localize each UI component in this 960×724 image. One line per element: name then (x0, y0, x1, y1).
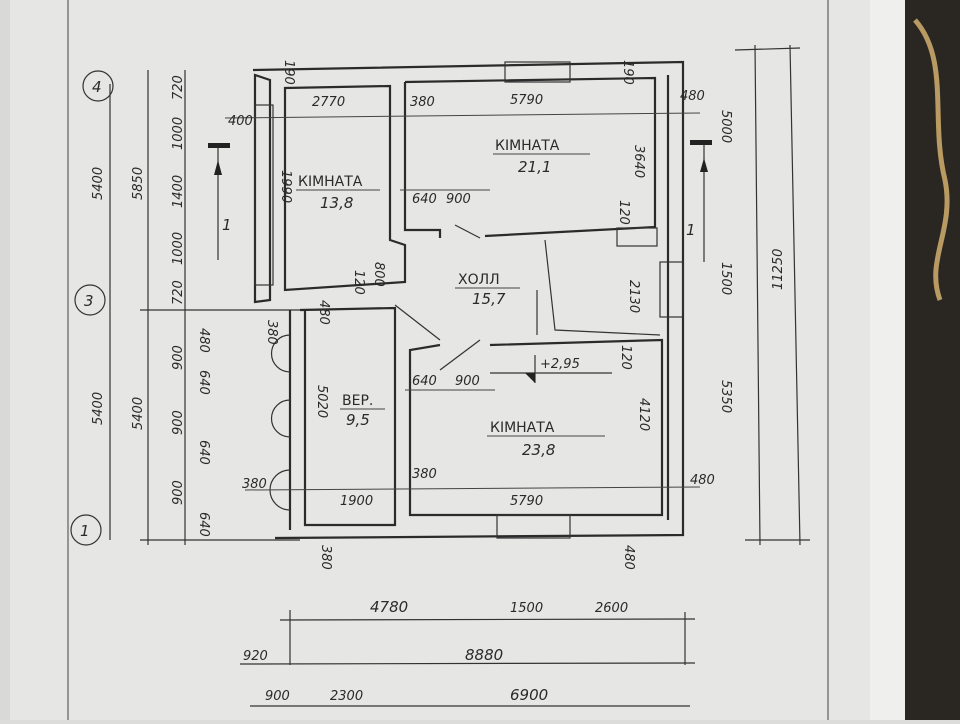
dimension-label: 5790 (510, 93, 543, 108)
dimension-label: 380 (318, 545, 333, 570)
axis-4-label: 4 (92, 78, 102, 96)
dimension-label: 5790 (510, 494, 543, 509)
dimension-label: 380 (410, 95, 435, 110)
section-label: 1 (222, 216, 232, 234)
room-labels: КІМНАТА 13,8 КІМНАТА 21,1 ХОЛЛ 15,7 ВЕР.… (296, 138, 605, 459)
dimension-label: 11250 (771, 249, 786, 290)
dimension-label: 900 (455, 374, 480, 389)
section-mark-right: 1 (686, 140, 712, 262)
section-label: 1 (686, 221, 696, 239)
dimension-label: 380 (412, 467, 437, 482)
dimension-label: 1400 (171, 175, 186, 208)
dimension-label: 640 (412, 192, 437, 207)
arrow-up-icon (214, 160, 222, 175)
dimension-label: 1500 (510, 601, 543, 616)
dimension-label: 5020 (314, 385, 329, 418)
dimension-label: 480 (690, 473, 715, 488)
dimension-label: 4780 (370, 598, 408, 616)
dimension-label: 400 (228, 114, 253, 129)
dark-surface (905, 0, 960, 720)
dimension-label: 900 (446, 192, 471, 207)
dimension-label: 5000 (718, 110, 733, 143)
window-right (659, 261, 684, 318)
plan-dimensions: 190 400 2770 380 5790 480 190 1990 3640 … (224, 60, 715, 570)
dimension-label: 900 (171, 345, 186, 370)
dimension-label: 640 (196, 512, 211, 537)
dimension-label: 640 (412, 374, 437, 389)
dimension-label: 480 (680, 89, 705, 104)
dimension-label: 3640 (631, 145, 646, 178)
room-2-area: 21,1 (518, 158, 551, 176)
chimney (616, 227, 658, 247)
dimension-label: 120 (351, 270, 366, 295)
window-bottom (496, 514, 571, 539)
dimension-label: 2600 (595, 601, 628, 616)
dimension-label: 2130 (626, 280, 641, 313)
dimension-label: 900 (265, 689, 290, 704)
dimension-label: 190 (281, 60, 296, 85)
dimension-label: 480 (621, 545, 636, 570)
room-2-name: КІМНАТА (495, 138, 560, 154)
dimension-label: 5400 (91, 167, 106, 200)
dimension-label: 1000 (171, 232, 186, 265)
window-left (254, 104, 274, 286)
axis-1-label: 1 (80, 522, 90, 540)
dimension-label: 5350 (718, 380, 733, 413)
hall-name: ХОЛЛ (458, 272, 500, 288)
veranda-area: 9,5 (346, 411, 370, 429)
level-mark: +2,95 (490, 355, 612, 383)
dimension-label: 640 (196, 440, 211, 465)
walls (252, 60, 685, 540)
dimension-label: 720 (171, 75, 186, 100)
dimension-label: 640 (196, 370, 211, 395)
bottom-dimensions: 4780 1500 2600 920 8880 900 2300 6900 (239, 598, 696, 707)
dimension-label: 1000 (171, 117, 186, 150)
room-1-area: 13,8 (320, 194, 353, 212)
dimension-label: 5400 (131, 397, 146, 430)
arrow-up-icon (700, 158, 708, 172)
dimension-label: 2770 (312, 95, 345, 110)
dimension-label: 190 (620, 60, 635, 85)
dimension-label: 1500 (718, 262, 733, 295)
dimension-label: 920 (243, 649, 268, 664)
dimension-label: 380 (242, 477, 267, 492)
dimension-label: 5400 (91, 392, 106, 425)
dimension-label: 480 (316, 300, 331, 325)
right-dimensions: 5000 1500 5350 11250 (718, 44, 810, 546)
dimension-label: 120 (618, 345, 633, 370)
dimension-label: 1900 (340, 494, 373, 509)
dimension-label: 1990 (278, 170, 293, 203)
dimension-label: 720 (171, 280, 186, 305)
section-mark-left: 1 (208, 143, 232, 260)
dimension-label: 900 (171, 410, 186, 435)
dimension-label: 6900 (510, 686, 548, 704)
paper-edge (870, 0, 910, 720)
left-dimensions: 5400 5400 5850 5400 720 1000 1400 1000 7… (91, 75, 211, 537)
dimension-label: 5850 (131, 167, 146, 200)
dimension-label: 800 (371, 262, 386, 287)
string (913, 18, 950, 301)
dimension-label: 2300 (330, 689, 363, 704)
veranda-name: ВЕР. (342, 393, 373, 409)
room-3-name: КІМНАТА (490, 420, 555, 436)
dimension-label: 8880 (465, 646, 503, 664)
hall-area: 15,7 (472, 290, 506, 308)
dimension-label: 900 (171, 480, 186, 505)
paper-sheet (10, 0, 870, 720)
window-top (504, 61, 571, 83)
axis-3-label: 3 (84, 292, 94, 310)
dimension-label: 480 (196, 328, 211, 353)
dimension-label: 4120 (636, 398, 651, 431)
dimension-label: 380 (264, 320, 279, 345)
room-1-name: КІМНАТА (298, 174, 363, 190)
room-3-area: 23,8 (522, 441, 555, 459)
level-value: +2,95 (540, 357, 580, 372)
dimension-label: 120 (616, 200, 631, 225)
